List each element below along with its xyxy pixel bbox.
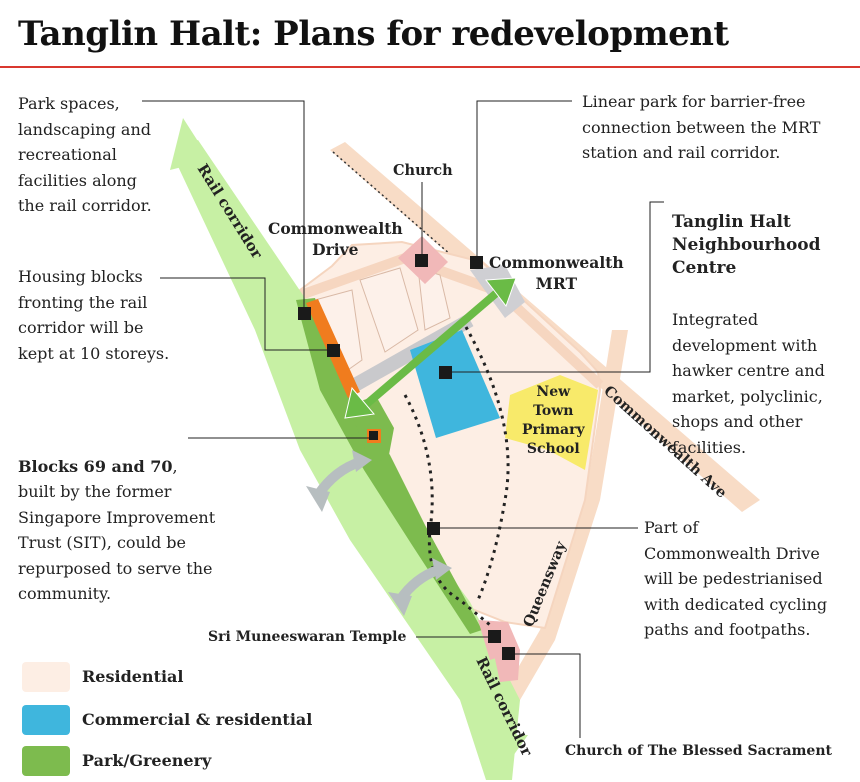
park-spaces-note: Park spaces, landscaping and recreationa… — [18, 94, 152, 215]
access-arrow-upper-head-b — [352, 450, 372, 472]
blocks-69-70-note: Blocks 69 and 70, built by the former Si… — [18, 428, 215, 632]
blocks-69-70-body: built by the former Singapore Improvemen… — [18, 482, 216, 603]
blocks-69-70-title: Blocks 69 and 70 — [18, 456, 173, 476]
park-greenery-strip — [296, 298, 482, 634]
housing-blocks-note: Housing blocks fronting the rail corrido… — [18, 267, 170, 363]
commonwealth-drive-note: Part of Commonwealth Drive will be pedes… — [644, 518, 828, 639]
leader-neighbourhood-centre — [446, 201, 664, 373]
linear-park-arrow-shaft — [359, 286, 503, 412]
marker-neighbourhood-centre — [439, 366, 452, 379]
neighbourhood-centre-title: Tanglin Halt Neighbourhood Centre — [672, 211, 821, 278]
sri-muneeswaran-label: Sri Muneeswaran Temple — [208, 629, 407, 645]
commercial-residential-area — [410, 330, 500, 438]
residential-block-b — [359, 267, 419, 353]
marker-blocks-69-70 — [369, 431, 378, 440]
queensway-road — [505, 330, 628, 700]
marker-church-blessed — [502, 647, 515, 660]
leader-housing-blocks — [160, 277, 333, 351]
leader-church-blessed — [508, 653, 581, 738]
marker-commonwealth-drive — [427, 522, 440, 535]
marker-linear-park — [470, 256, 483, 269]
legend-swatch-park — [22, 746, 70, 776]
church-label: Church — [393, 162, 453, 179]
marker-sri-muneeswaran — [488, 630, 501, 643]
new-town-primary-label: New Town Primary School — [522, 384, 585, 457]
access-arrow-upper-head-a — [306, 486, 330, 512]
legend-swatch-commercial — [22, 705, 70, 735]
commonwealth-mrt-label: Commonwealth MRT — [489, 253, 624, 293]
commonwealth-drive-label: Commonwealth Drive — [268, 219, 403, 259]
linear-park-arrow-head-top — [485, 277, 517, 308]
legend-label-park: Park/Greenery — [82, 751, 212, 770]
marker-park-spaces — [298, 307, 311, 320]
leader-linear-park — [476, 100, 572, 260]
access-arrow-lower-head-a — [388, 592, 412, 616]
rail-corridor-band — [175, 140, 520, 780]
leader-park-spaces — [142, 100, 305, 313]
legend-swatch-residential — [22, 662, 70, 692]
neighbourhood-centre-note: Tanglin Halt Neighbourhood Centre Integr… — [672, 185, 825, 486]
rail-corridor-arrow-bottom — [478, 735, 528, 770]
linear-park-note: Linear park for barrier-free connection … — [582, 92, 821, 162]
rail-corridor-arrow-top — [170, 118, 210, 170]
access-arrow-lower-head-b — [432, 558, 452, 580]
neighbourhood-centre-body: Integrated development with hawker centr… — [672, 310, 825, 457]
pedestrian-path-left — [403, 394, 491, 627]
marker-housing-blocks — [327, 344, 340, 357]
page-title: Tanglin Halt: Plans for redevelopment — [18, 14, 729, 54]
estate-road-upper — [296, 252, 604, 389]
linear-park-arrow-head-bottom — [344, 386, 375, 419]
marker-church — [415, 254, 428, 267]
title-rule — [0, 66, 860, 68]
primary-school-area — [505, 375, 598, 470]
legend-label-commercial: Commercial & residential — [82, 710, 313, 729]
blocks-69-70-comma: , — [172, 456, 178, 476]
church-blessed-label: Church of The Blessed Sacrament — [565, 743, 832, 759]
legend-label-residential: Residential — [82, 667, 184, 686]
